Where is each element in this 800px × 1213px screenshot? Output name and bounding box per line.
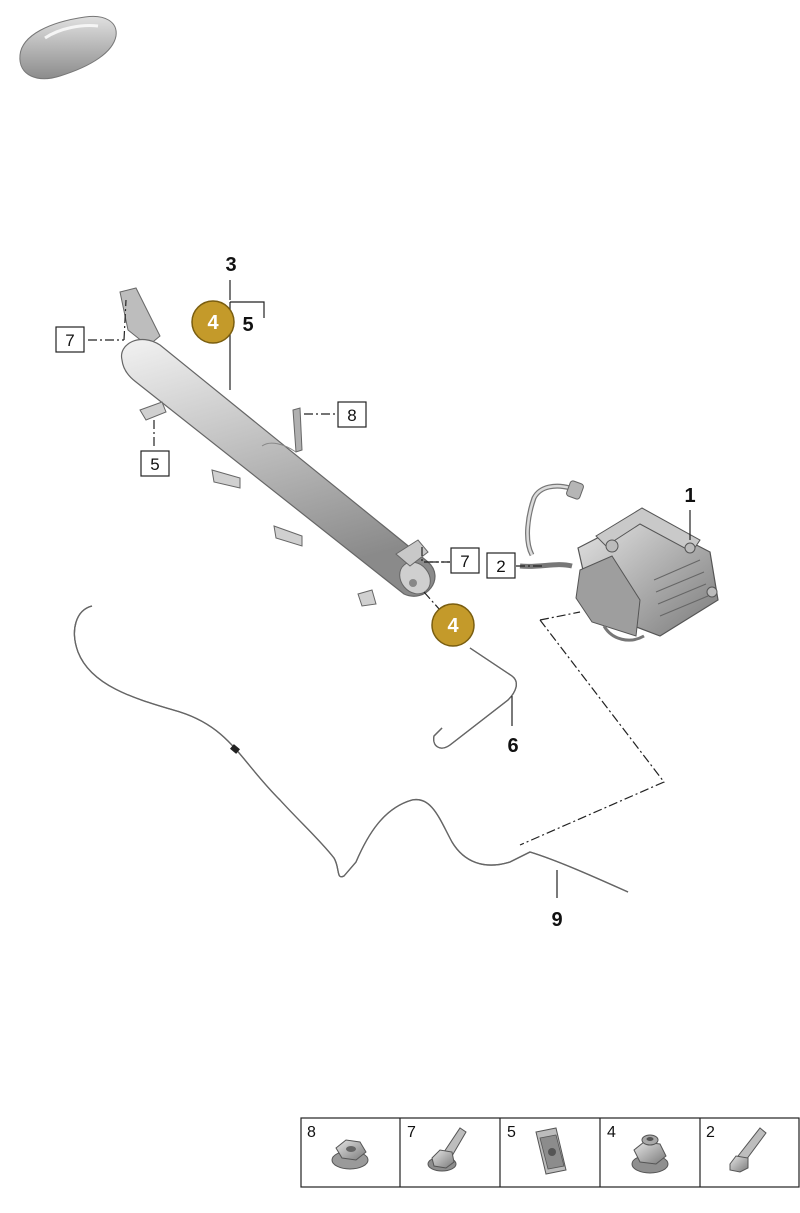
- legend-number-4: 4: [607, 1124, 616, 1141]
- air-line-6: [433, 647, 518, 749]
- svg-text:8: 8: [347, 406, 356, 425]
- fitting-nut-icon: [631, 1134, 669, 1174]
- leader-lines: [88, 280, 691, 898]
- boxed-callout-5: 5: [140, 450, 170, 477]
- boxed-callout-7-top: 7: [55, 326, 85, 353]
- air-line-9: [73, 605, 629, 893]
- legend-number-2: 2: [706, 1124, 715, 1141]
- legend-number-7: 7: [407, 1124, 416, 1141]
- callout-6: 6: [507, 735, 518, 757]
- svg-text:5: 5: [150, 455, 159, 474]
- callout-9: 9: [551, 909, 562, 931]
- callout-5: 5: [242, 314, 253, 336]
- legend-number-5: 5: [507, 1124, 516, 1141]
- callout-1: 1: [684, 485, 695, 507]
- boxed-callout-8: 8: [337, 401, 367, 428]
- svg-text:7: 7: [65, 331, 74, 350]
- flange-nut-icon: [331, 1139, 369, 1170]
- callout-3: 3: [225, 254, 236, 276]
- flange-bolt-icon: [427, 1127, 467, 1172]
- boxed-callout-7-middle: 7: [450, 547, 480, 574]
- svg-text:4: 4: [207, 312, 219, 334]
- badge-4-top: 4: [191, 300, 235, 344]
- clip-nut-icon: [535, 1127, 567, 1175]
- vehicle-thumbnail-icon: [19, 15, 117, 80]
- boxed-callout-2: 2: [486, 552, 516, 579]
- svg-text:2: 2: [496, 557, 505, 576]
- bolt-icon: [729, 1127, 767, 1173]
- svg-text:7: 7: [460, 552, 469, 571]
- svg-text:4: 4: [447, 615, 459, 637]
- parts-legend: 8 7 5 4 2: [300, 1117, 800, 1188]
- compressor-unit: [519, 480, 719, 642]
- badge-4-middle: 4: [431, 603, 475, 647]
- air-reservoir-tank: [119, 287, 436, 607]
- legend-number-8: 8: [307, 1124, 316, 1141]
